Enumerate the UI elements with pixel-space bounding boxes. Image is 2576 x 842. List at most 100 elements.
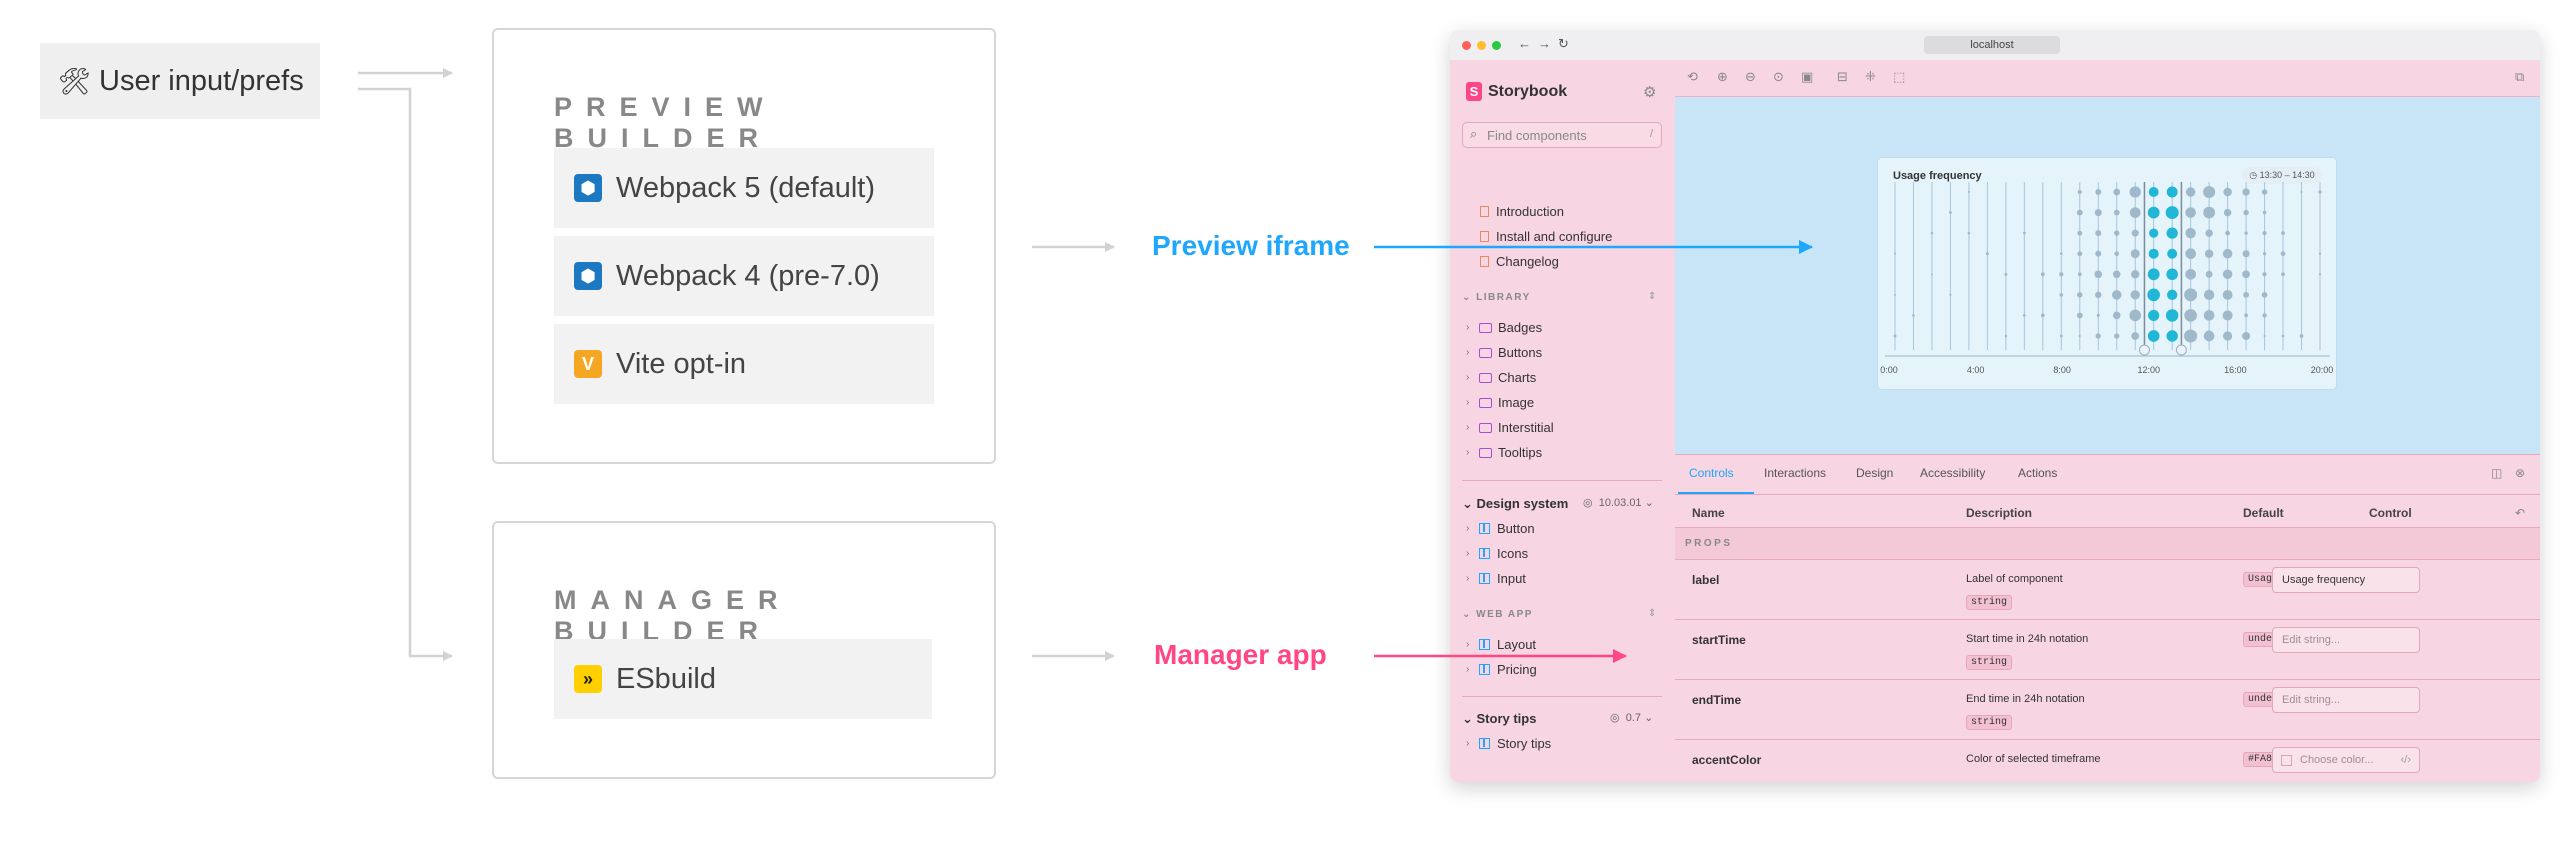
sidebar-doc-changelog[interactable]: Changelog	[1480, 254, 1559, 269]
tab-actions[interactable]: Actions	[2018, 466, 2058, 480]
design-system-ref[interactable]: ⌄ Design system	[1462, 496, 1569, 511]
item-label: Button	[1497, 521, 1535, 536]
sidebar-doc-install[interactable]: Install and configure	[1480, 229, 1612, 244]
tabs-border	[1675, 494, 2540, 495]
expand-collapse-icon[interactable]: ⇕	[1648, 291, 1657, 302]
remount-icon[interactable]: ⟲	[1687, 69, 1698, 84]
vite-icon: V	[574, 350, 602, 378]
sidebar-item-story-tips[interactable]: ›Story tips	[1466, 736, 1552, 751]
sidebar-item-icons[interactable]: ›Icons	[1466, 546, 1529, 561]
sidebar-item-tooltips[interactable]: ›Tooltips	[1466, 445, 1543, 460]
zoom-out-icon[interactable]: ⊖	[1745, 69, 1756, 84]
color-control-input[interactable]: Choose color... ‹/›	[2272, 747, 2420, 773]
folder-icon	[1479, 422, 1492, 433]
color-swatch[interactable]	[2281, 755, 2292, 766]
starttime-control-input[interactable]: Edit string...	[2272, 627, 2420, 653]
folder-icon	[1479, 322, 1492, 333]
chart-dot	[2113, 209, 2120, 216]
chart-dot	[2095, 250, 2102, 257]
label-control-input[interactable]: Usage frequency	[2272, 567, 2420, 593]
sidebar-item-image[interactable]: ›Image	[1466, 395, 1535, 410]
tab-controls[interactable]: Controls	[1689, 466, 1734, 480]
grid-icon[interactable]: ⊟	[1837, 69, 1848, 84]
sidebar-doc-introduction[interactable]: Introduction	[1480, 204, 1564, 219]
code-icon[interactable]: ‹/›	[2400, 754, 2411, 766]
chart-dot	[2222, 269, 2233, 280]
item-label: Badges	[1498, 320, 1543, 335]
measure-icon[interactable]: ⁜	[1865, 69, 1876, 84]
selection-handle-knob[interactable]	[2175, 344, 2187, 356]
tab-accessibility[interactable]: Accessibility	[1920, 466, 1986, 480]
sidebar-item-layout[interactable]: ›Layout	[1466, 637, 1537, 652]
outline-icon[interactable]: ⬚	[1893, 69, 1906, 84]
minimize-dot[interactable]	[1477, 41, 1486, 50]
webpack-icon: ⬢	[574, 262, 602, 290]
expand-collapse-icon[interactable]: ⇕	[1648, 608, 1657, 619]
chart-dot	[2261, 292, 2268, 298]
tab-interactions[interactable]: Interactions	[1764, 466, 1827, 480]
maximize-dot[interactable]	[1492, 41, 1501, 50]
reload-icon[interactable]: ↻	[1558, 36, 1569, 51]
panel-orientation-icon[interactable]: ◫	[2491, 466, 2503, 480]
story-tips-version[interactable]: ◎ 0.7 ⌄	[1610, 712, 1654, 724]
chart-dot	[2281, 334, 2285, 338]
background-icon[interactable]: ▣	[1801, 69, 1814, 84]
zoom-reset-icon[interactable]: ⊙	[1773, 69, 1784, 84]
color-control-placeholder: Choose color...	[2300, 754, 2374, 766]
chart-dot	[2205, 229, 2213, 237]
search-placeholder: Find components	[1487, 128, 1587, 143]
sidebar-item-interstitial[interactable]: ›Interstitial	[1466, 420, 1554, 435]
sidebar-item-button[interactable]: ›Button	[1466, 521, 1535, 536]
chart-dot	[2166, 289, 2178, 301]
chart-dot	[2244, 313, 2248, 318]
storybook-logo[interactable]: S Storybook	[1466, 82, 1567, 101]
design-system-version[interactable]: ◎ 10.03.01 ⌄	[1583, 497, 1654, 509]
gear-icon[interactable]: ⚙	[1643, 84, 1657, 101]
sidebar-item-charts[interactable]: ›Charts	[1466, 370, 1537, 385]
sidebar-item-badges[interactable]: ›Badges	[1466, 320, 1543, 335]
chart-dot	[2184, 288, 2198, 302]
close-dot[interactable]	[1462, 41, 1471, 50]
story-tips-ref[interactable]: ⌄ Story tips	[1462, 711, 1537, 726]
chart-dot	[2148, 248, 2159, 259]
manager-builder-box: MANAGER BUILDER » ESbuild	[492, 521, 996, 779]
time-range-label: 13:30 – 14:30	[2259, 170, 2315, 180]
chart-dot	[2318, 190, 2322, 194]
usage-card	[1877, 157, 2337, 390]
library-section-header[interactable]: ⌄ LIBRARY	[1462, 292, 1531, 303]
web-app-title: WEB APP	[1476, 609, 1533, 620]
time-range-badge[interactable]: ◷ 13:30 – 14:30	[2242, 167, 2322, 184]
sidebar-item-buttons[interactable]: ›Buttons	[1466, 345, 1543, 360]
back-arrow-icon[interactable]: ←	[1518, 36, 1531, 51]
tab-design[interactable]: Design	[1856, 466, 1894, 480]
chart-dot	[2167, 248, 2178, 259]
prop-description: Start time in 24h notation	[1966, 633, 2089, 645]
chart-dot	[2281, 272, 2285, 277]
chart-dot	[2147, 330, 2160, 342]
zoom-in-icon[interactable]: ⊕	[1717, 69, 1728, 84]
chart-dot	[2113, 188, 2121, 196]
selection-handle-knob[interactable]	[2138, 344, 2150, 356]
chart-dot	[2165, 309, 2179, 322]
sidebar-item-pricing[interactable]: ›Pricing	[1466, 662, 1537, 677]
forward-arrow-icon[interactable]: →	[1538, 36, 1551, 51]
chart-dot	[1949, 211, 1952, 214]
component-icon	[1479, 738, 1490, 749]
reset-controls-icon[interactable]: ↶	[2515, 506, 2526, 520]
item-label: Interstitial	[1498, 420, 1554, 435]
endtime-control-input[interactable]: Edit string...	[2272, 687, 2420, 713]
address-bar[interactable]: localhost	[1924, 36, 2060, 54]
prop-name: label	[1692, 573, 1720, 587]
open-new-tab-icon[interactable]: ⧉	[2515, 69, 2525, 84]
search-input[interactable]: ⌕ Find components /	[1462, 122, 1662, 148]
chart-dot	[2165, 206, 2179, 220]
sidebar-item-input[interactable]: ›Input	[1466, 571, 1526, 586]
webpack4-label: Webpack 4 (pre-7.0)	[616, 259, 880, 292]
chart-dot	[2112, 311, 2121, 320]
browser-chrome: ← → ↻ localhost	[1450, 30, 2540, 61]
component-icon	[1479, 664, 1490, 675]
chart-dot	[1930, 273, 1933, 276]
web-app-section-header[interactable]: ⌄ WEB APP	[1462, 609, 1533, 620]
close-panel-icon[interactable]: ⊗	[2515, 466, 2526, 480]
